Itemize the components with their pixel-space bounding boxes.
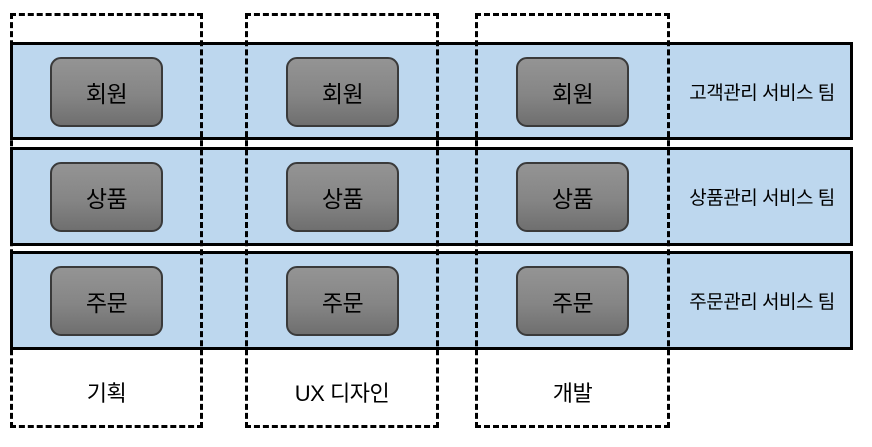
team-label-order: 주문관리 서비스 팀	[689, 292, 835, 313]
function-column-planning: 기획	[10, 13, 203, 428]
column-label-ux-design: UX 디자인	[294, 381, 390, 406]
service-box-member-planning: 회원	[50, 57, 163, 127]
team-label-customer: 고객관리 서비스 팀	[689, 82, 835, 104]
service-box-member-ux-design: 회원	[286, 57, 399, 127]
service-box-product-development: 상품	[516, 162, 629, 232]
team-label-product: 상품관리 서비스 팀	[689, 188, 835, 209]
column-label-planning: 기획	[86, 381, 127, 406]
service-box-member-development: 회원	[516, 57, 629, 127]
service-box-order-planning: 주문	[50, 266, 163, 336]
column-label-development: 개발	[552, 381, 593, 406]
service-box-product-planning: 상품	[50, 162, 163, 232]
service-box-order-ux-design: 주문	[286, 266, 399, 336]
function-column-ux-design: UX 디자인	[245, 13, 439, 428]
service-box-product-ux-design: 상품	[286, 162, 399, 232]
service-box-order-development: 주문	[516, 266, 629, 336]
function-column-development: 개발	[475, 13, 670, 428]
